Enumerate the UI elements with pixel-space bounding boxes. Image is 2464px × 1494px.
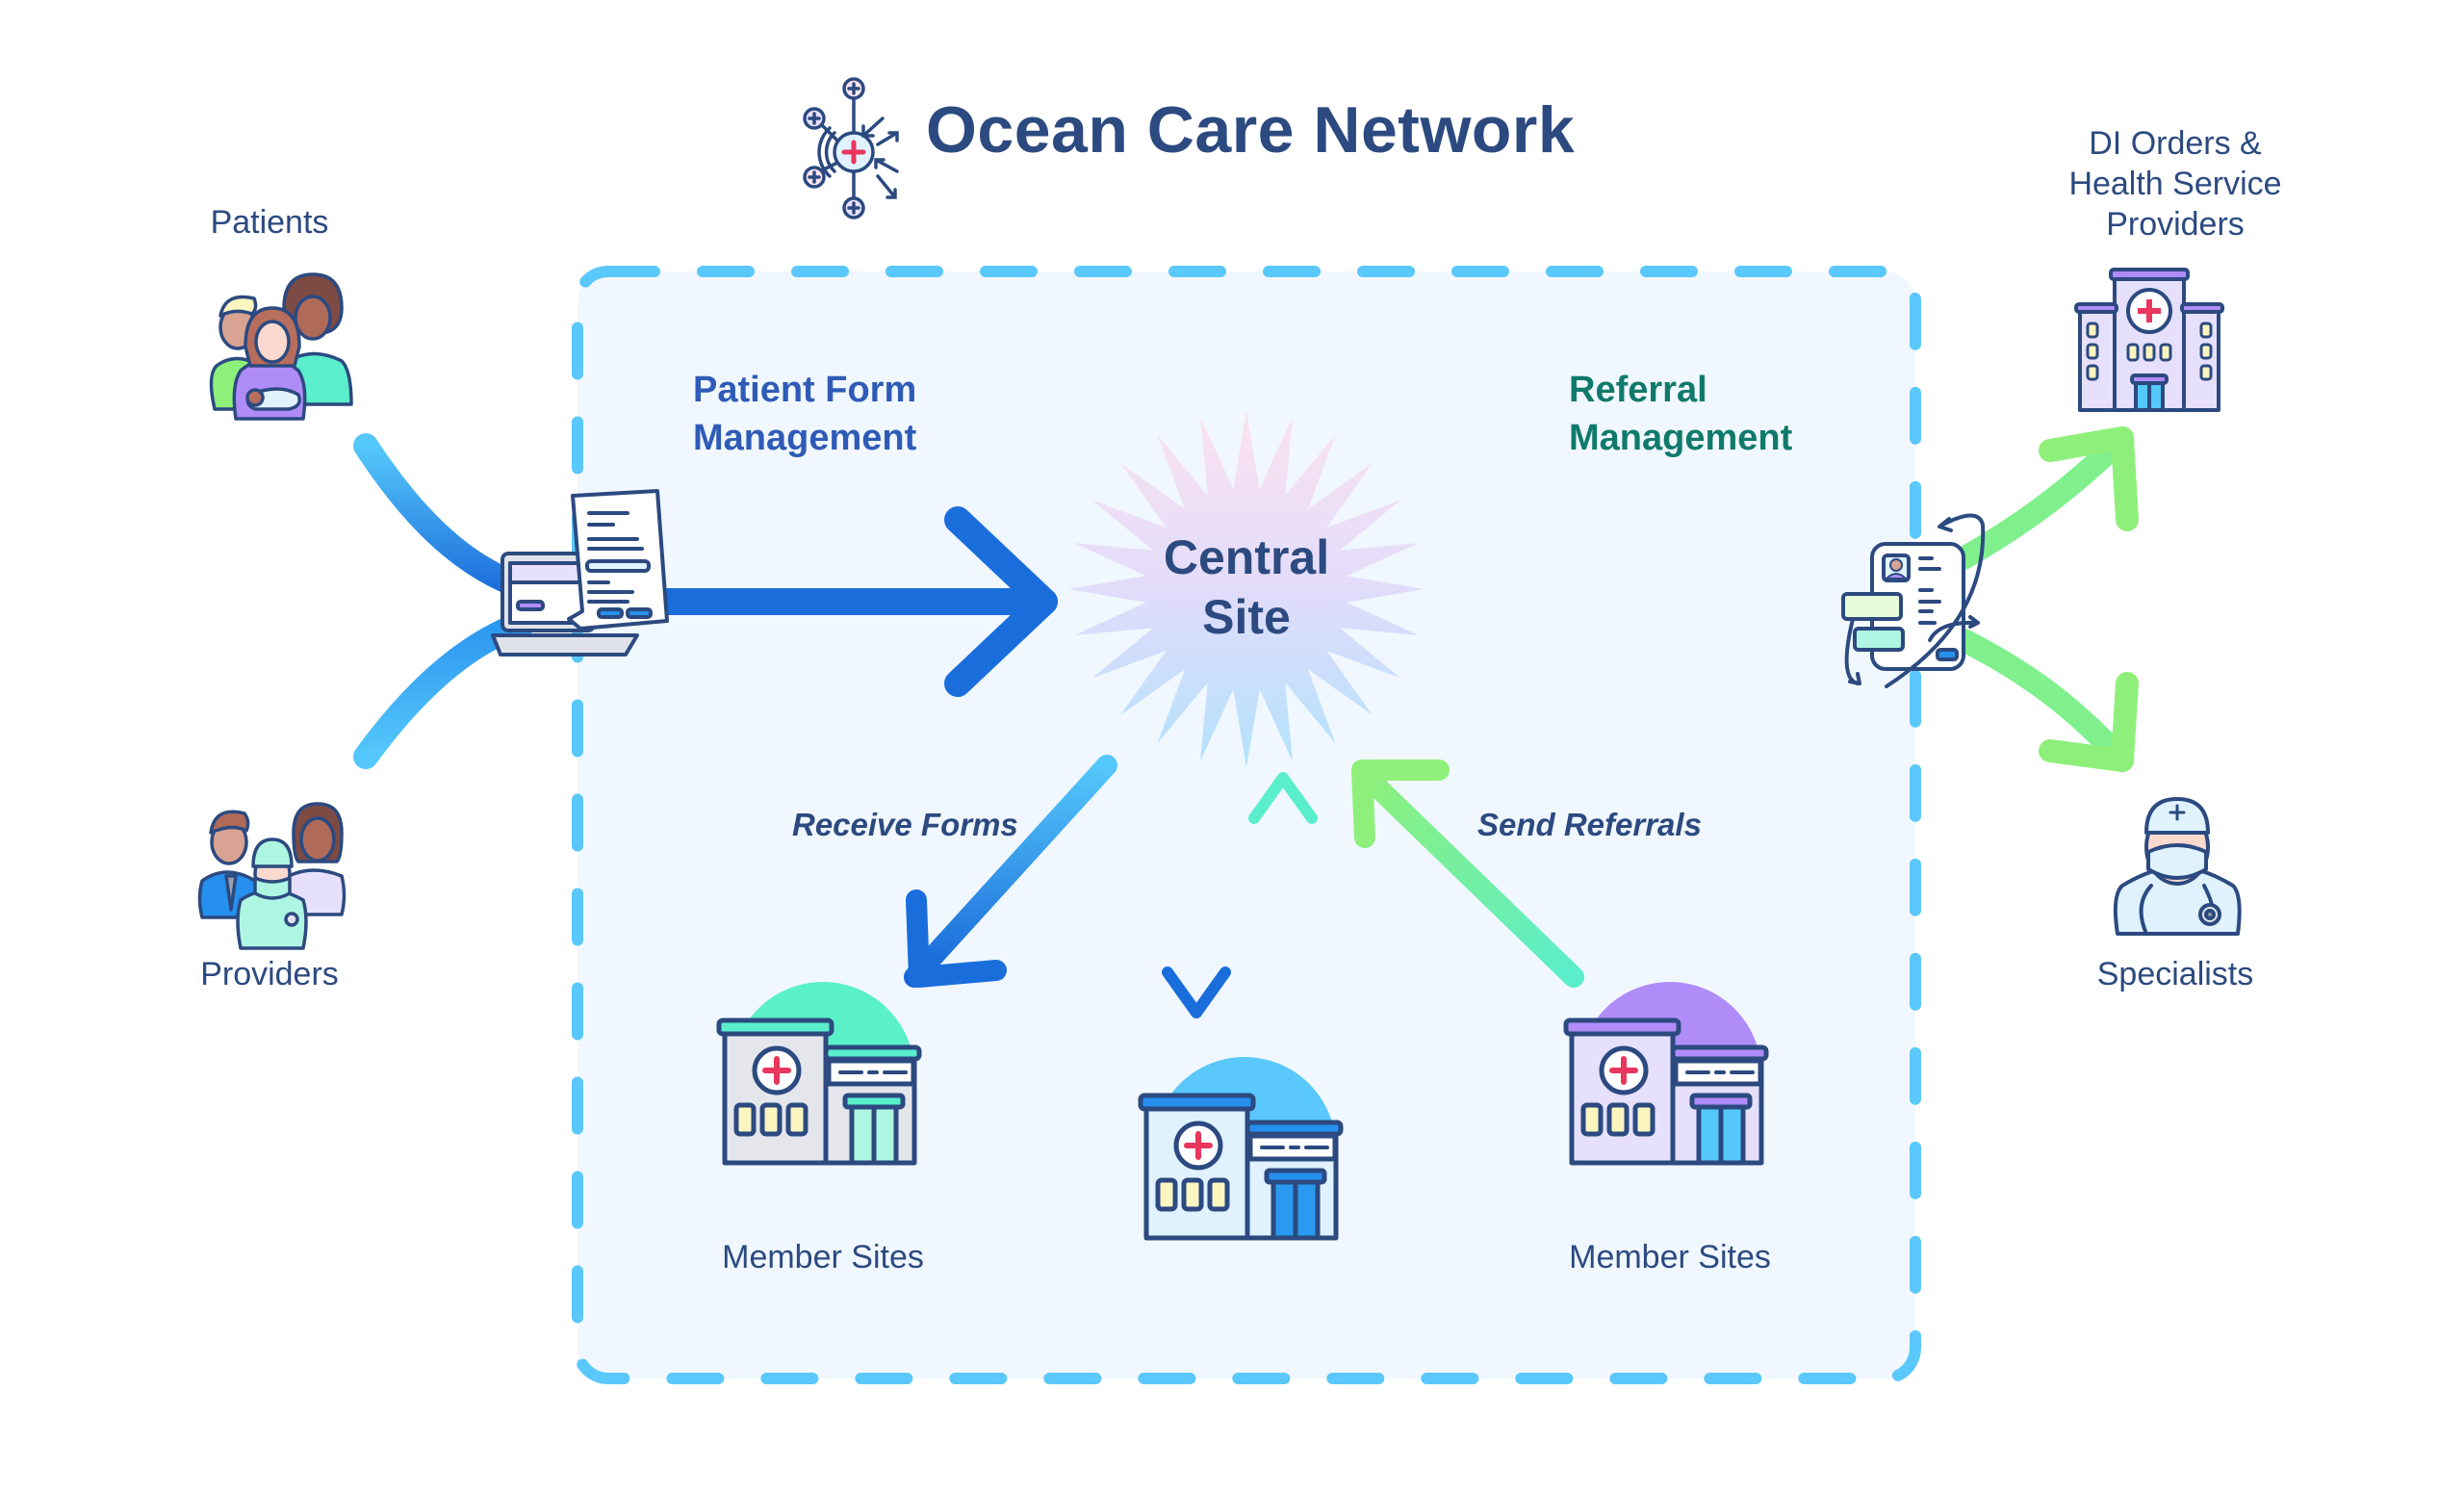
building-window <box>1155 1177 1178 1212</box>
building-window <box>1207 1177 1230 1212</box>
di-orders-label: DI Orders & Health Service Providers <box>2031 123 2320 245</box>
heading-line: Referral <box>1569 370 1707 410</box>
building-window <box>1580 1102 1604 1137</box>
referral-document-icon <box>1841 513 1986 688</box>
central-site-label: Central Site <box>1150 528 1343 647</box>
member-site-building-icon <box>1563 982 1769 1166</box>
providers-label: Providers <box>200 956 339 992</box>
laptop-form-icon <box>491 489 669 657</box>
building-wing-roof <box>1670 1044 1769 1062</box>
receive-forms-arrow <box>904 755 1117 988</box>
providers-group-icon <box>197 802 346 950</box>
heading-line: Patient Form <box>693 370 917 410</box>
heading-line: Management <box>693 418 917 458</box>
di-orders-label-line: DI Orders & <box>2089 125 2262 162</box>
patients-group-icon <box>209 272 353 421</box>
member-sites-left-label: Member Sites <box>722 1239 924 1275</box>
heading-line: Management <box>1569 418 1793 458</box>
building-window <box>1606 1102 1630 1137</box>
receive-forms-label: Receive Forms <box>792 807 1018 842</box>
referral-management-heading: Referral Management <box>1569 366 1792 462</box>
patients-label: Patients <box>210 204 329 241</box>
di-orders-label-line: Providers <box>2106 206 2245 243</box>
building-roof <box>1138 1093 1256 1112</box>
building-wing-roof <box>1245 1120 1344 1137</box>
send-referrals-label: Send Referrals <box>1477 807 1702 842</box>
page-title: Ocean Care Network <box>926 93 1576 167</box>
patient-form-arrow <box>583 506 1058 697</box>
central-site-starburst <box>1068 411 1424 767</box>
building-window <box>733 1102 757 1137</box>
up-from-member-arrow <box>1248 772 1318 1021</box>
down-to-member-arrow <box>1162 774 1231 1018</box>
building-window <box>1181 1177 1204 1212</box>
specialist-doctor-icon <box>2113 797 2242 936</box>
building-window <box>785 1102 808 1137</box>
building-cross <box>1609 1056 1638 1085</box>
di-orders-arrow <box>1952 426 2139 570</box>
central-site-line: Site <box>1202 590 1291 644</box>
building-roof <box>1563 1017 1681 1037</box>
building-wing-roof <box>823 1044 922 1062</box>
patient-form-management-heading: Patient Form Management <box>693 366 916 462</box>
di-orders-label-line: Health Service <box>2068 166 2282 202</box>
send-referrals-arrow <box>1351 760 1584 988</box>
hospital-icon <box>2074 268 2224 412</box>
central-site-line: Central <box>1163 530 1330 584</box>
building-window <box>759 1102 783 1137</box>
building-cross <box>762 1056 791 1085</box>
member-site-building-icon <box>716 982 922 1166</box>
member-site-building-icon <box>1138 1057 1344 1241</box>
specialists-label: Specialists <box>2096 956 2254 992</box>
specialists-arrow <box>1952 629 2139 772</box>
network-hub-icon <box>803 77 899 219</box>
building-cross <box>1184 1131 1213 1160</box>
member-sites-right-label: Member Sites <box>1569 1239 1771 1275</box>
building-roof <box>716 1017 834 1037</box>
building-window <box>1632 1102 1656 1137</box>
